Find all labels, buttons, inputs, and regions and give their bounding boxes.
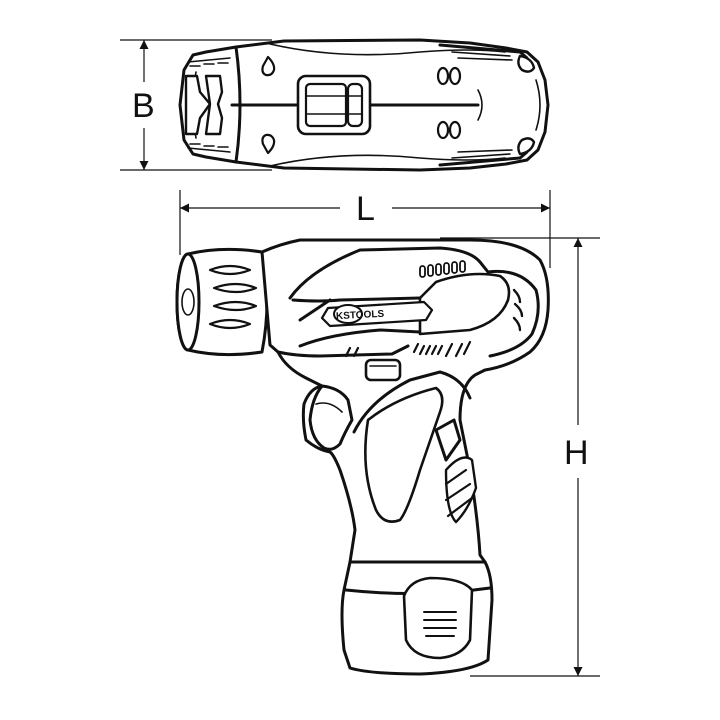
side-view-chuck — [175, 247, 269, 357]
vent-slots-upper — [419, 260, 466, 278]
vent-slots-lower — [344, 340, 472, 358]
top-view — [178, 38, 550, 172]
brand-logo-text: KSTOOLS — [336, 309, 385, 323]
trigger — [308, 384, 354, 451]
battery-pack — [340, 560, 494, 676]
dimension-lines: B L H — [120, 39, 600, 677]
dimension-label-width: B — [132, 87, 155, 125]
top-view-chuck — [234, 45, 242, 164]
dimension-label-height: H — [564, 434, 589, 472]
dimension-label-length: L — [356, 190, 375, 228]
side-view: KSTOOLS — [175, 238, 550, 676]
brand-logo: KSTOOLS — [320, 300, 434, 328]
direction-button — [364, 358, 402, 382]
